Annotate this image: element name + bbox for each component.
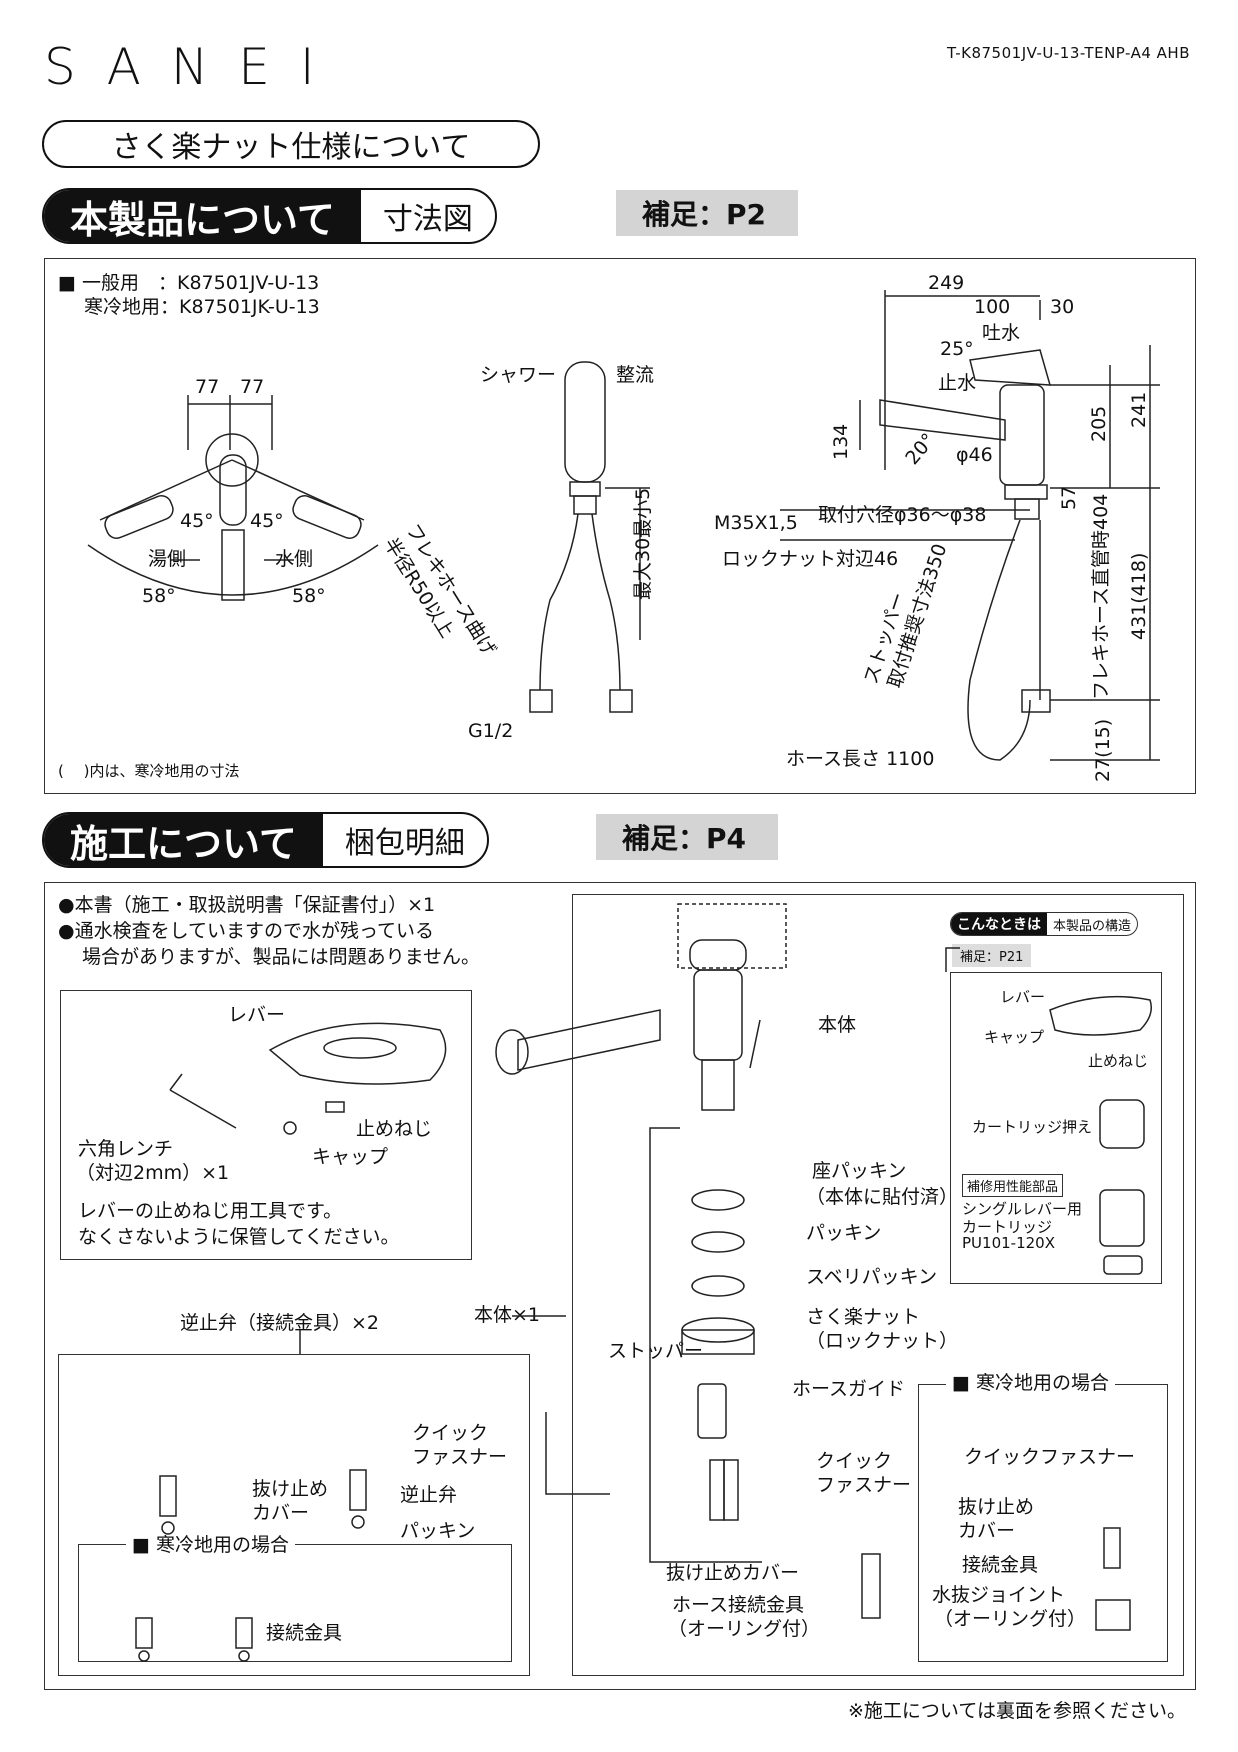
shower-label: シャワー (480, 364, 557, 386)
tosui-label: 吐水 (982, 322, 1021, 344)
section1-title: 本製品について (44, 190, 361, 242)
angle-58-left: 58° (142, 585, 176, 607)
dim-phi46: φ46 (956, 444, 993, 466)
cartridge-press-label: カートリッジ押え (972, 1118, 1093, 1136)
body-label: 本体 (818, 1014, 857, 1036)
mizunuki-label: 水抜ジョイント (932, 1584, 1066, 1606)
angle-45-right: 45° (250, 510, 284, 532)
cover2-label: カバー (958, 1520, 1016, 1542)
konna-label: こんなときは (951, 913, 1047, 935)
fastener2-label: ファスナー (816, 1474, 912, 1496)
lever-label: レバー (228, 1004, 286, 1026)
section1-tab: 寸法図 (382, 202, 473, 237)
m35-label: M35X1,5 (714, 512, 798, 534)
cap2-label: キャップ (984, 1028, 1045, 1046)
pu-label: PU101-120X (962, 1234, 1055, 1252)
setsuzoku-left: 接続金具 (266, 1622, 343, 1644)
oring-label: （オーリング付） (668, 1618, 821, 1640)
nukedome2-label: 抜け止め (958, 1496, 1035, 1518)
seiryu-label: 整流 (616, 364, 655, 386)
model-general: ■ 一般用 ：K87501JV-U-13 (58, 272, 320, 294)
brand-logo: SANEI (44, 38, 345, 96)
locknut2-label: （ロックナット） (806, 1330, 959, 1352)
quick-fastener-label: クイックファスナー (964, 1446, 1136, 1468)
angle-25: 25° (940, 338, 974, 360)
tool-note1: レバーの止めねじ用工具です。 (78, 1200, 343, 1222)
hole-label: 取付穴径φ36〜φ38 (818, 504, 987, 526)
hose-conn-label: ホース接続金具 (672, 1594, 805, 1616)
angle-45-left: 45° (180, 510, 214, 532)
structure-box (950, 972, 1162, 1284)
repair-label: 補修用性能部品 (962, 1174, 1064, 1197)
cold-box-left (78, 1544, 512, 1662)
section2-hint: 補足：P4 (596, 814, 778, 860)
footer-note: ※施工については裏面を参照ください。 (848, 1700, 1186, 1722)
cap-label: キャップ (312, 1146, 389, 1168)
dim-249: 249 (928, 272, 965, 294)
cold-box-right (918, 1384, 1168, 1662)
packing2-label: パッキン (806, 1222, 882, 1244)
package-line1: ●本書（施工・取扱説明書「保証書付」）×1 (58, 894, 436, 916)
kozo-label: 本製品の構造 (1053, 918, 1132, 934)
sakuraku-label: さく楽ナット (806, 1306, 921, 1328)
fastener-label: ファスナー (412, 1446, 508, 1468)
dimension-panel (44, 258, 1196, 794)
cold-note: ( )内は、寒冷地用の寸法 (58, 762, 240, 780)
package-line2: ●通水検査をしていますので水が残っている (58, 920, 435, 942)
tomeneji2-label: 止めねじ (1088, 1052, 1149, 1070)
dim-77-left: 77 (195, 376, 220, 398)
packing-label: パッキン (400, 1520, 476, 1542)
hose-guide-label: ホースガイド (792, 1378, 906, 1400)
wrench-size-label: （対辺2mm）×1 (76, 1162, 230, 1184)
shisui-label: 止水 (938, 372, 977, 394)
angle-58-right: 58° (292, 585, 326, 607)
suberi-label: スベリパッキン (806, 1266, 938, 1288)
hint21-label: 補足：P21 (952, 944, 1032, 967)
nukedome-cover-label: カバー (252, 1502, 310, 1524)
wrench-box (60, 990, 472, 1260)
dim-77-right: 77 (240, 376, 265, 398)
structure-ref-pill: こんなときは 本製品の構造 (950, 912, 1139, 936)
locknut-label: ロックナット対辺46 (722, 548, 899, 570)
body-count-label: 本体×1 (474, 1304, 541, 1326)
model-cold: 寒冷地用：K87501JK-U-13 (84, 296, 320, 318)
cold-case-right: ■ 寒冷地用の場合 (946, 1372, 1115, 1395)
cartridge-label: カートリッジ (962, 1218, 1053, 1236)
za-packing-label: 座パッキン (812, 1160, 907, 1182)
quick2-label: クイック (816, 1450, 893, 1472)
section2-tab: 梱包明細 (344, 826, 465, 861)
cold-case-left: ■ 寒冷地用の場合 (126, 1534, 295, 1557)
g12-label: G1/2 (468, 720, 514, 742)
spec-title-pill: さく楽ナット仕様について (42, 120, 540, 168)
wrench-label: 六角レンチ (78, 1138, 174, 1160)
check-valve-title: 逆止弁（接続金具）×2 (180, 1312, 380, 1334)
dim-30: 30 (1050, 296, 1075, 318)
gyakushiben-label: 逆止弁 (400, 1484, 458, 1506)
section1-header: 本製品について 寸法図 (42, 188, 497, 244)
section1-hint: 補足：P2 (616, 190, 798, 236)
dim-100: 100 (974, 296, 1011, 318)
spec-title: さく楽ナット仕様について (111, 130, 471, 165)
cold-side-label: 水側 (275, 548, 314, 570)
nukedome-label: 抜け止め (252, 1478, 329, 1500)
single-label: シングルレバー用 (962, 1200, 1083, 1218)
tool-note2: なくさないように保管してください。 (78, 1226, 400, 1248)
section2-title: 施工について (44, 814, 323, 866)
hot-side-label: 湯側 (148, 548, 187, 570)
hose-length-label: ホース長さ 1100 (786, 748, 935, 770)
section2-header: 施工について 梱包明細 (42, 812, 489, 868)
setsuzoku2-label: 接続金具 (962, 1554, 1039, 1576)
tomeneji-label: 止めねじ (356, 1118, 433, 1140)
package-line3: 場合がありますが、製品には問題ありません。 (82, 946, 481, 968)
nukedome-cover2-label: 抜け止めカバー (666, 1562, 800, 1584)
za-packing-note: （本体に貼付済） (806, 1186, 959, 1208)
oring2-label: （オーリング付） (934, 1608, 1087, 1630)
lever2-label: レバー (1000, 988, 1046, 1006)
stopper-part-label: ストッパー (608, 1340, 704, 1362)
quick-label: クイック (412, 1422, 489, 1444)
document-id: T-K87501JV-U-13-TENP-A4 AHB (946, 44, 1190, 62)
